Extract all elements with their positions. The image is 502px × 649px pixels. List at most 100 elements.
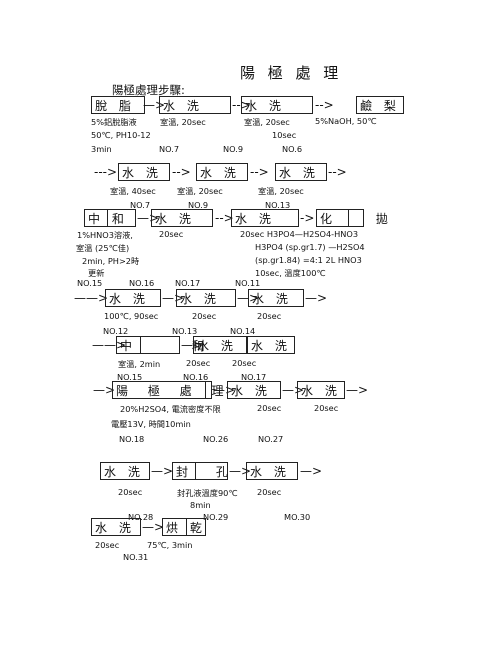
step-neutralize: 中 和 bbox=[116, 336, 204, 354]
step-chemical-polish: 化 拋 bbox=[316, 209, 388, 227]
box-divider bbox=[205, 381, 206, 399]
arrow: —> bbox=[162, 291, 185, 305]
arrow: —> bbox=[93, 383, 116, 397]
arrow: —> bbox=[151, 464, 174, 478]
arrow: -> bbox=[300, 211, 315, 225]
step-note: 封孔液溫度90℃ bbox=[177, 488, 238, 498]
step-note: 5%NaOH, 50℃ bbox=[315, 116, 377, 126]
step-note: 室溫, 20sec bbox=[258, 186, 304, 196]
step-note: 20%H2SO4, 電流密度不限 bbox=[120, 404, 221, 414]
page-title: 陽 極 處 理 bbox=[240, 64, 343, 82]
arrow: --> bbox=[250, 165, 269, 179]
step-number: NO.9 bbox=[223, 144, 244, 154]
step-note: 室溫 (25℃佳) bbox=[76, 243, 130, 253]
step-note: 室溫, 20sec bbox=[244, 117, 290, 127]
step-note: 室溫, 20sec bbox=[177, 186, 223, 196]
arrow: --> bbox=[315, 98, 334, 112]
step-rinse: 水 洗 bbox=[159, 96, 231, 114]
step-note: 20sec bbox=[257, 311, 282, 321]
step-note: 100℃, 90sec bbox=[104, 311, 159, 321]
step-number: NO.15 bbox=[77, 278, 103, 288]
step-number: NO.26 bbox=[203, 434, 229, 444]
step-note: 20sec bbox=[118, 487, 143, 497]
step-note: 室溫, 2min bbox=[118, 359, 161, 369]
step-number: NO.17 bbox=[241, 372, 267, 382]
step-note: 更新 bbox=[88, 268, 105, 278]
arrow: —> bbox=[142, 520, 165, 534]
step-rinse: 水 洗 bbox=[193, 336, 247, 354]
step-rinse: 水 洗 bbox=[246, 462, 298, 480]
arrow: ——> bbox=[74, 291, 109, 305]
arrow: —> bbox=[346, 383, 369, 397]
step-note: 20sec bbox=[95, 540, 120, 550]
step-note: 20sec bbox=[257, 403, 282, 413]
arrow: --> bbox=[215, 211, 234, 225]
step-neutralize: 中 和 bbox=[84, 209, 136, 227]
box-divider bbox=[348, 209, 349, 227]
step-rinse: 水 洗 bbox=[248, 289, 304, 307]
box-divider bbox=[195, 462, 196, 480]
box-divider bbox=[186, 518, 187, 536]
step-note: 20sec bbox=[314, 403, 339, 413]
step-rinse: 水 洗 bbox=[241, 96, 313, 114]
step-note: 10sec, 溫度100℃ bbox=[255, 268, 326, 278]
steps-heading: 陽極處理步驟: bbox=[112, 83, 185, 97]
step-note: 室溫, 20sec bbox=[160, 117, 206, 127]
step-note: 10sec bbox=[272, 130, 297, 140]
step-number: NO.7 bbox=[130, 200, 151, 210]
step-note: 20sec bbox=[192, 311, 217, 321]
arrow: —> bbox=[305, 291, 328, 305]
step-number: NO.16 bbox=[129, 278, 155, 288]
step-note: (sp.gr1.84) =4:1 2L HNO3 bbox=[255, 255, 362, 265]
step-number: NO.29 bbox=[203, 512, 229, 522]
arrow: —> bbox=[229, 464, 252, 478]
step-note: 50℃, PH10-12 bbox=[91, 130, 151, 140]
step-number: NO.16 bbox=[183, 372, 209, 382]
box-divider bbox=[107, 209, 108, 227]
step-alkaline-etch: 鹼 梨 bbox=[356, 96, 404, 114]
step-number: NO.7 bbox=[159, 144, 180, 154]
step-number: MO.30 bbox=[284, 512, 311, 522]
arrow: —> bbox=[282, 383, 305, 397]
step-rinse: 水 洗 bbox=[227, 381, 281, 399]
step-rinse: 水 洗 bbox=[91, 518, 141, 536]
step-rinse: 水 洗 bbox=[118, 163, 170, 181]
step-rinse: 水 洗 bbox=[151, 209, 213, 227]
step-anodize: 陽 極 處 理 bbox=[112, 381, 223, 399]
arrow: --> bbox=[172, 165, 191, 179]
arrow: ——> bbox=[92, 338, 127, 352]
arrow: —> bbox=[300, 464, 323, 478]
step-note: 電壓13V, 時間10min bbox=[111, 419, 191, 429]
step-number: NO.18 bbox=[119, 434, 145, 444]
step-note: 室溫, 40sec bbox=[110, 186, 156, 196]
step-number: NO.13 bbox=[172, 326, 198, 336]
step-number: NO.11 bbox=[235, 278, 261, 288]
step-number: NO.9 bbox=[188, 200, 209, 210]
step-note: 20sec bbox=[257, 487, 282, 497]
step-number: NO.27 bbox=[258, 434, 284, 444]
step-note: 8min bbox=[190, 500, 211, 510]
step-rinse: 水 洗 bbox=[105, 289, 161, 307]
step-rinse: 水 洗 bbox=[247, 336, 295, 354]
step-number: NO.31 bbox=[123, 552, 149, 562]
step-number: NO.17 bbox=[175, 278, 201, 288]
step-degrease: 脫 脂 bbox=[91, 96, 145, 114]
step-rinse: 水 洗 bbox=[176, 289, 236, 307]
step-note: 1%HNO3溶液, bbox=[77, 230, 133, 240]
step-seal: 封 孔 bbox=[172, 462, 228, 480]
step-note: 75℃, 3min bbox=[147, 540, 193, 550]
step-note: 3min bbox=[91, 144, 112, 154]
step-number: NO.12 bbox=[103, 326, 129, 336]
box-divider bbox=[140, 336, 141, 354]
arrow: --> bbox=[328, 165, 347, 179]
step-note: 20sec bbox=[159, 229, 184, 239]
step-note: 5%鋁脫脂液 bbox=[91, 117, 137, 127]
step-rinse: 水 洗 bbox=[297, 381, 345, 399]
step-rinse: 水 洗 bbox=[100, 462, 150, 480]
arrow: —> bbox=[181, 338, 204, 352]
step-dry: 烘 乾 bbox=[162, 518, 206, 536]
step-note: 20sec bbox=[186, 358, 211, 368]
step-rinse: 水 洗 bbox=[196, 163, 248, 181]
step-note: 20sec H3PO4—H2SO4-HNO3 bbox=[240, 229, 359, 239]
step-note: 20sec bbox=[232, 358, 257, 368]
